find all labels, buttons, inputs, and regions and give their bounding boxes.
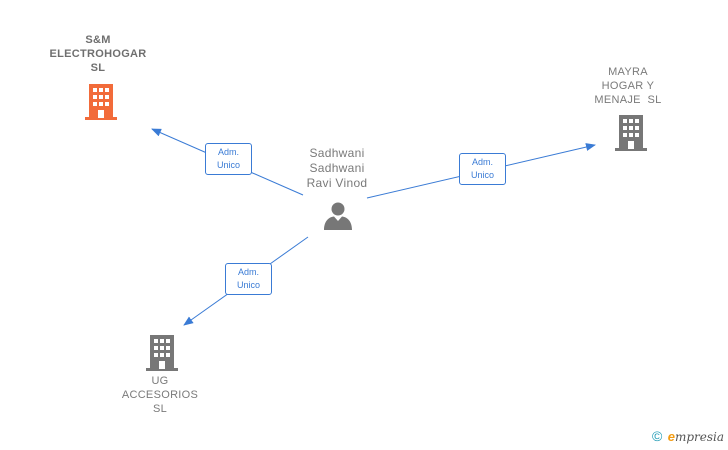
label-line: Sadhwani [309, 161, 365, 175]
label-line: SL [90, 62, 106, 74]
empresia-watermark: © empresia [652, 428, 724, 444]
label-line: MAYRA [608, 66, 648, 78]
label-line: MENAJE SL [594, 94, 662, 106]
edge-label-to-mayra: Adm. Unico [459, 153, 506, 185]
brand-name: mpresia [674, 430, 724, 444]
company-label-sm-electrohogar[interactable]: S&M ELECTROHOGAR SL [28, 33, 168, 75]
edge-label-line: Unico [216, 160, 240, 170]
edge-label-line: Adm. [471, 157, 493, 167]
edge-label-to-sm: Adm. Unico [205, 143, 252, 175]
person-icon[interactable] [323, 201, 353, 231]
building-icon[interactable] [146, 335, 178, 371]
label-line: ACCESORIOS [121, 389, 199, 401]
label-line: HOGAR Y [601, 80, 655, 92]
edge-label-line: Unico [470, 170, 494, 180]
person-label[interactable]: Sadhwani Sadhwani Ravi Vinod [280, 146, 394, 191]
copyright-symbol: © [652, 428, 663, 444]
edge-label-line: Adm. [217, 147, 239, 157]
building-icon[interactable] [615, 115, 647, 151]
label-line: S&M [85, 34, 111, 46]
label-line: SL [152, 403, 168, 415]
label-line: ELECTROHOGAR [49, 48, 147, 60]
brand-logo-initial: e [667, 429, 675, 444]
building-icon[interactable] [85, 84, 117, 120]
edge-label-line: Adm. [237, 267, 259, 277]
label-line: Sadhwani [309, 146, 365, 160]
label-line: Ravi Vinod [306, 176, 368, 190]
company-label-mayra-hogar[interactable]: MAYRA HOGAR Y MENAJE SL [568, 65, 688, 107]
edge-label-line: Unico [236, 280, 260, 290]
company-label-ug-accesorios[interactable]: UG ACCESORIOS SL [100, 374, 220, 416]
edge-label-to-ug: Adm. Unico [225, 263, 272, 295]
label-line: UG [151, 375, 169, 387]
